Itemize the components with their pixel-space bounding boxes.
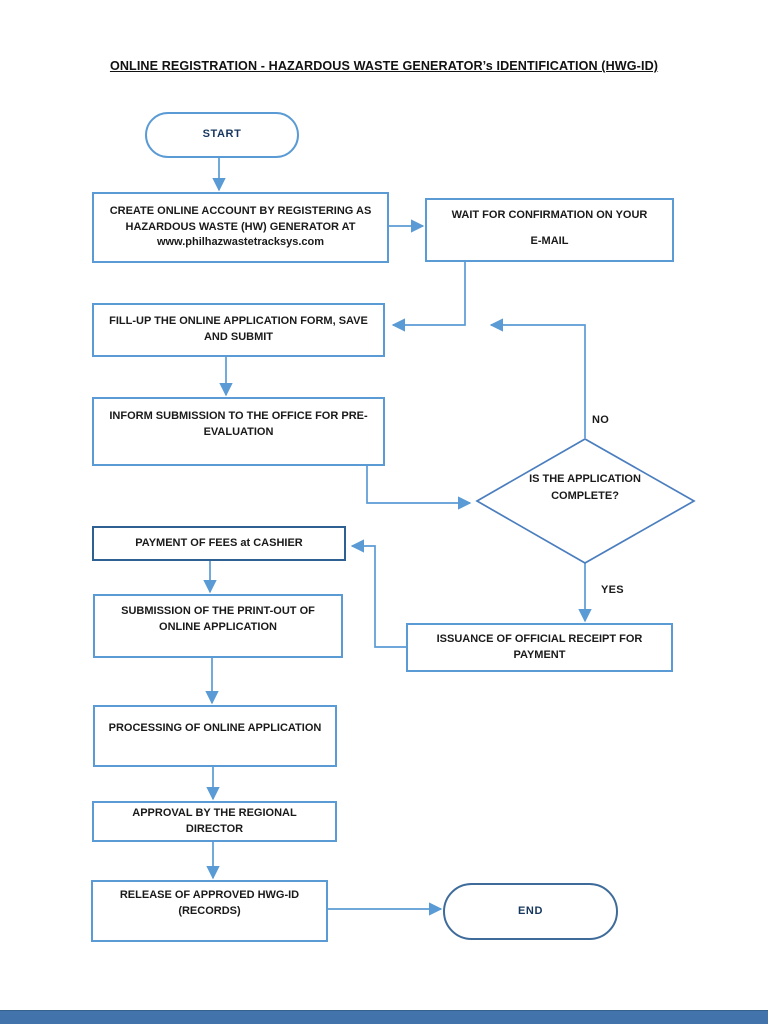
- node-release-hwg-id: RELEASE OF APPROVED HWG-ID (RECORDS): [91, 880, 328, 942]
- branch-label-yes: YES: [601, 584, 624, 596]
- node-start-label: START: [202, 128, 242, 141]
- edge-wait-fillup: [391, 262, 466, 332]
- node-payment-line1: PAYMENT OF FEES at CASHIER: [135, 536, 303, 549]
- node-processing-application: PROCESSING OF ONLINE APPLICATION: [93, 705, 337, 767]
- node-wait-line1: WAIT FOR CONFIRMATION ON YOUR: [451, 209, 648, 221]
- node-issuance-receipt: ISSUANCE OF OFFICIAL RECEIPT FOR PAYMENT: [406, 623, 673, 672]
- decision-line2: APPLICATION: [567, 473, 641, 485]
- decision-diamond-shape: [475, 438, 696, 564]
- node-end: END: [443, 883, 618, 940]
- node-fillup-line1: FILL-UP THE ONLINE APPLICATION FORM, SAV…: [109, 315, 368, 328]
- node-inform-line2: EVALUATION: [203, 425, 274, 438]
- node-submission-printout: SUBMISSION OF THE PRINT-OUT OF ONLINE AP…: [93, 594, 343, 658]
- node-approval-regional-director: APPROVAL BY THE REGIONAL DIRECTOR: [92, 801, 337, 842]
- node-wait-confirmation: WAIT FOR CONFIRMATION ON YOUR E-MAIL: [425, 198, 674, 262]
- edge-inform-decision: [366, 466, 472, 510]
- node-submit-line1: SUBMISSION OF THE PRINT-OUT OF: [121, 604, 315, 617]
- node-release-line1: RELEASE OF APPROVED HWG-ID: [119, 889, 300, 902]
- node-inform-line1: INFORM SUBMISSION TO THE OFFICE FOR PRE-: [109, 410, 368, 422]
- edge-no-return: [489, 318, 586, 438]
- node-release-line2: (RECORDS): [178, 905, 241, 917]
- node-payment-of-fees: PAYMENT OF FEES at CASHIER: [92, 526, 346, 561]
- node-process-line1: PROCESSING OF ONLINE APPLICATION: [108, 722, 322, 734]
- node-end-label: END: [517, 904, 544, 917]
- decision-line1: IS THE: [529, 473, 565, 485]
- node-fillup-line2: AND SUBMIT: [203, 331, 274, 343]
- node-wait-line2: E-MAIL: [530, 235, 569, 248]
- decision-line3: COMPLETE?: [551, 490, 619, 502]
- edge-issuance-payment: [350, 539, 406, 648]
- node-issue-line2: PAYMENT: [513, 648, 566, 661]
- node-create-line2: HAZARDOUS WASTE (HW) GENERATOR AT: [125, 220, 356, 233]
- node-create-account: CREATE ONLINE ACCOUNT BY REGISTERING AS …: [92, 192, 389, 263]
- node-create-line3: www.philhazwastetracksys.com: [156, 236, 325, 249]
- node-create-line1: CREATE ONLINE ACCOUNT BY REGISTERING AS: [109, 204, 372, 217]
- node-approve-line1: APPROVAL BY THE REGIONAL: [132, 806, 297, 819]
- branch-label-no: NO: [592, 414, 610, 426]
- node-approve-line2: DIRECTOR: [185, 822, 244, 835]
- bottom-page-bar: [0, 1010, 768, 1024]
- node-issue-line1: ISSUANCE OF OFFICIAL RECEIPT FOR: [436, 632, 643, 645]
- node-fill-up-form: FILL-UP THE ONLINE APPLICATION FORM, SAV…: [92, 303, 385, 357]
- node-inform-submission: INFORM SUBMISSION TO THE OFFICE FOR PRE-…: [92, 397, 385, 466]
- node-start: START: [145, 112, 299, 158]
- node-submit-line2: ONLINE APPLICATION: [159, 620, 277, 633]
- page-title: ONLINE REGISTRATION - HAZARDOUS WASTE GE…: [109, 59, 659, 73]
- node-decision-is-complete: IS THE APPLICATION COMPLETE?: [515, 471, 655, 505]
